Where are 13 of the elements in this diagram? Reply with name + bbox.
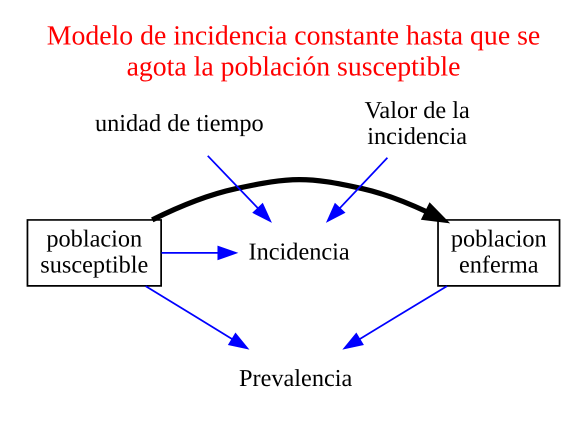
- arrow: [150, 177, 450, 224]
- arrow: [342, 285, 447, 350]
- arrow: [161, 246, 238, 260]
- arrow: [206, 155, 272, 223]
- diagram-title: Modelo de incidencia constante hasta que se agota la población susceptible: [46, 20, 540, 83]
- node-text: Incidencia: [248, 238, 350, 266]
- node-text: Valor de la incidencia: [364, 96, 470, 150]
- node-box: poblacion susceptible: [26, 219, 162, 287]
- node-text: unidad de tiempo: [94, 110, 264, 137]
- arrow: [144, 285, 249, 350]
- node-text: Prevalencia: [238, 365, 352, 392]
- arrow: [325, 157, 388, 223]
- node-box: poblacion enferma: [436, 219, 560, 287]
